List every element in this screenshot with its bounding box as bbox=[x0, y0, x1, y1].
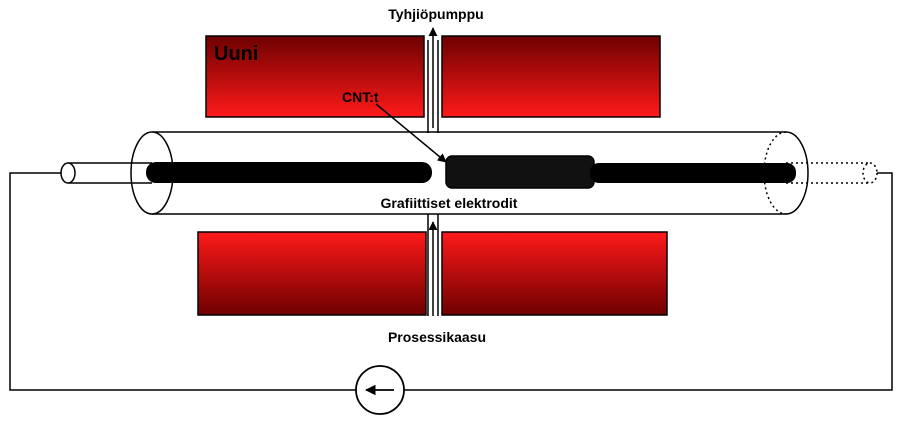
right-feedthrough bbox=[786, 162, 870, 184]
right-electrode-deposit bbox=[445, 155, 595, 189]
circuit-wire-right bbox=[404, 172, 893, 391]
left-feedthrough-end bbox=[60, 162, 76, 184]
right-feedthrough-end bbox=[862, 162, 878, 184]
process-gas-label: Prosessikaasu bbox=[388, 329, 486, 345]
vacuum-pump-label: Tyhjiöpumppu bbox=[388, 6, 483, 22]
furnace-top-left bbox=[205, 35, 425, 118]
furnace-bottom-left bbox=[197, 231, 427, 316]
furnace-label: Uuni bbox=[214, 43, 258, 65]
right-electrode bbox=[590, 163, 796, 183]
left-feedthrough bbox=[68, 162, 152, 184]
cnt-label: CNT:t bbox=[342, 89, 379, 105]
furnace-top-right bbox=[441, 35, 661, 118]
furnace-bottom-right bbox=[441, 231, 668, 316]
circuit-wire-left bbox=[9, 172, 356, 391]
cnt-pointer bbox=[375, 103, 447, 163]
left-electrode bbox=[146, 162, 432, 183]
electrodes-label: Grafiittiset elektrodit bbox=[381, 195, 518, 211]
quartz-tube-body bbox=[152, 131, 786, 215]
quartz-tube-right-end bbox=[785, 131, 809, 215]
